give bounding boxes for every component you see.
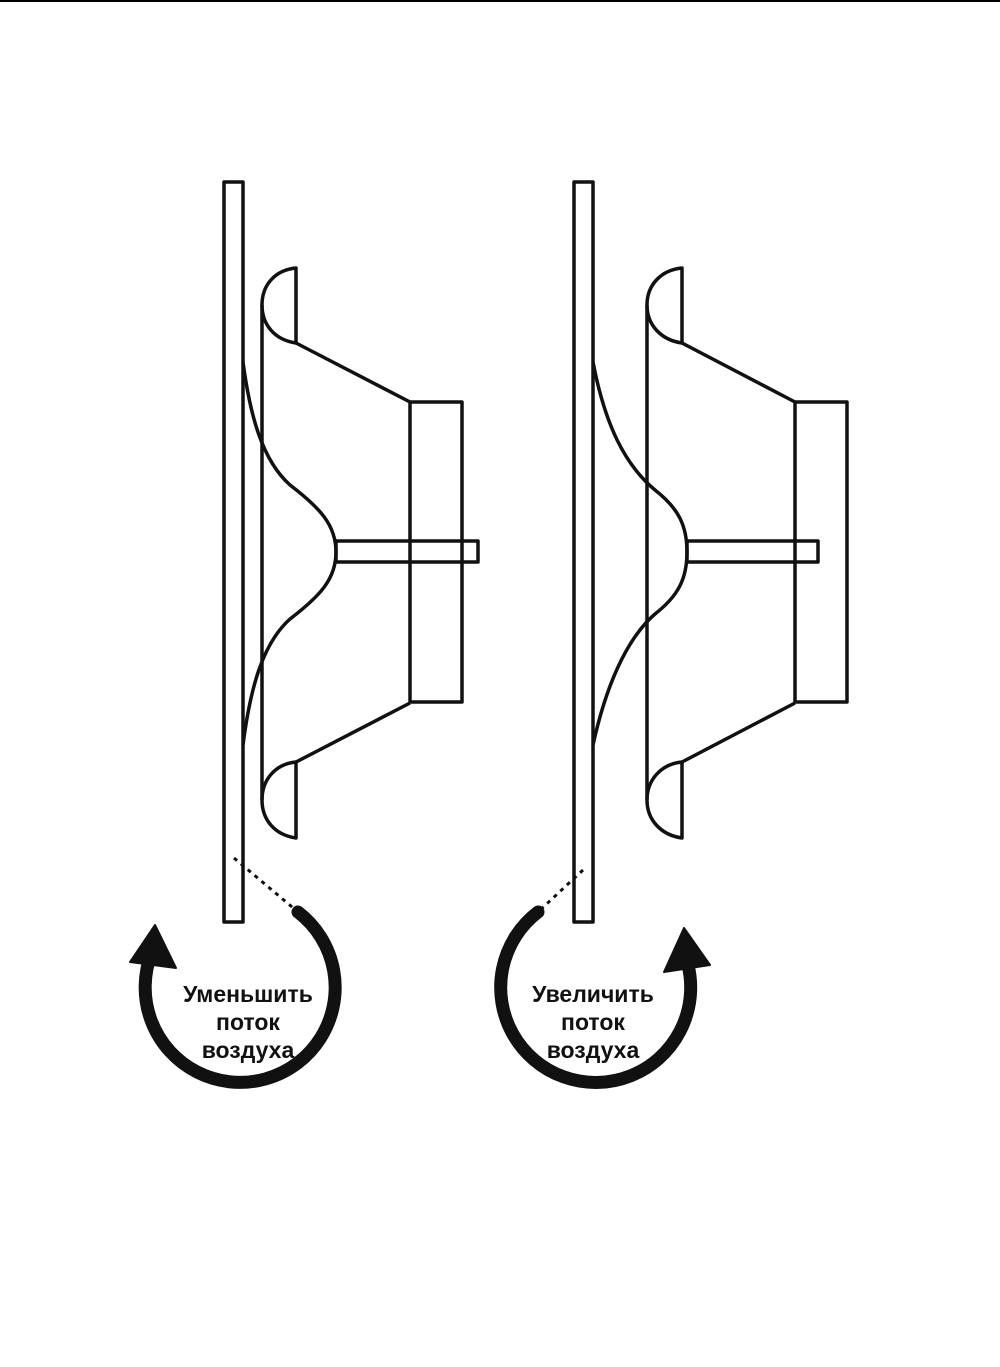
flange-bottom	[260, 760, 298, 840]
label-decrease-airflow: Уменьшить поток воздуха	[148, 980, 348, 1064]
top-border-line	[0, 0, 1000, 2]
label-line: поток	[216, 1009, 280, 1035]
wall-plate	[222, 180, 245, 924]
valve-disc	[591, 361, 689, 746]
label-line: Уменьшить	[183, 981, 313, 1007]
valve-panel-decrease	[129, 180, 480, 1089]
wall-plate	[572, 180, 595, 924]
flange-top	[645, 266, 684, 345]
mount-block	[408, 400, 464, 704]
cone-top	[295, 341, 411, 404]
arrowhead-cw	[663, 927, 711, 973]
label-line: поток	[561, 1009, 625, 1035]
adjust-rod	[685, 539, 820, 564]
flange-bottom	[645, 760, 684, 840]
rotate-arrow-ccw	[138, 905, 342, 1089]
cone-bottom	[295, 701, 411, 764]
rotate-arrow-cw	[494, 905, 698, 1089]
label-line: воздуха	[546, 1037, 640, 1063]
mount-block	[793, 400, 849, 704]
cone-top	[681, 341, 796, 404]
label-line: Увеличить	[532, 981, 654, 1007]
arrowhead-ccw	[129, 924, 177, 969]
leader-line	[536, 868, 585, 914]
label-increase-airflow: Увеличить поток воздуха	[493, 980, 693, 1064]
cone-bottom	[681, 701, 796, 764]
adjust-rod	[334, 539, 480, 564]
label-line: воздуха	[201, 1037, 295, 1063]
valve-panel-increase	[494, 180, 849, 1089]
flange-top	[260, 266, 298, 345]
valve-disc	[241, 361, 338, 746]
